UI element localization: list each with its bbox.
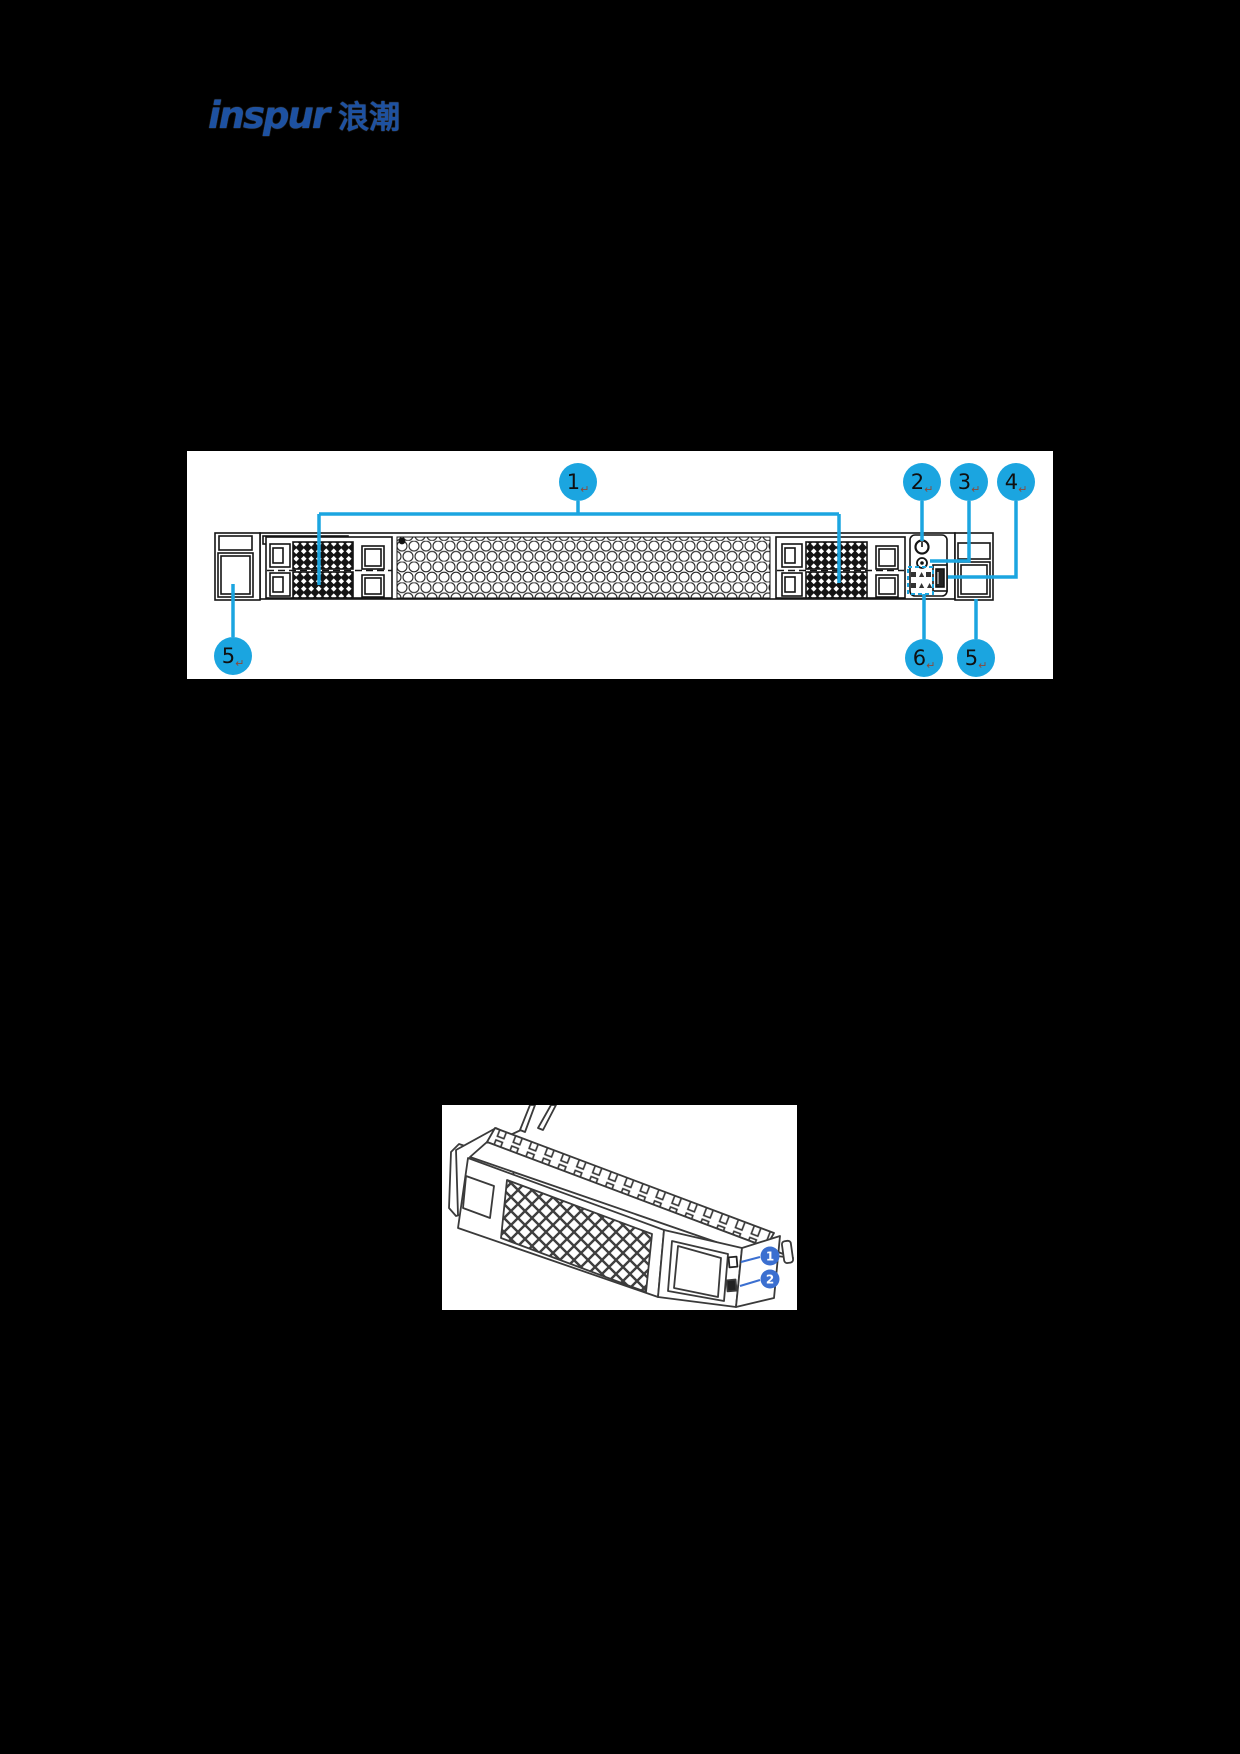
drive-tray-figure: 1 2	[442, 1105, 797, 1310]
chassis-outline	[214, 532, 994, 601]
tray-led-2-icon	[725, 1278, 738, 1293]
server-front-view-figure: 1↵ 2↵ 3↵ 4↵ 5↵ 6↵	[187, 451, 1053, 679]
svg-text:1↵: 1↵	[567, 470, 590, 496]
callout-5-right: 5↵	[957, 639, 995, 677]
drive-grille-icon	[292, 541, 354, 570]
return-mark: ↵	[978, 659, 987, 672]
callout-1: 1↵	[559, 463, 597, 501]
inspur-logo-chinese: 浪潮	[338, 100, 401, 136]
return-mark: ↵	[580, 483, 589, 496]
return-mark: ↵	[926, 659, 935, 672]
tray-led-1-icon	[727, 1255, 739, 1269]
svg-text:2↵: 2↵	[911, 470, 934, 496]
left-rack-ear	[214, 532, 261, 601]
tray-callout-leader-lines	[739, 1256, 761, 1287]
front-control-panel	[909, 534, 948, 597]
svg-text:3↵: 3↵	[958, 470, 981, 496]
left-drive-cage	[265, 536, 393, 599]
svg-text:5↵: 5↵	[222, 644, 245, 670]
tray-handle-frame-inner	[673, 1245, 722, 1298]
return-mark: ↵	[971, 483, 980, 496]
lock-dot-icon	[398, 537, 406, 545]
callout-4: 4↵	[997, 463, 1035, 501]
return-mark: ↵	[1018, 483, 1027, 496]
tray-callout-2: 2	[760, 1269, 780, 1289]
tray-callout-1: 1	[760, 1246, 780, 1266]
tray-callout-1-label: 1	[766, 1250, 774, 1264]
callout-6-label: 6	[913, 646, 926, 670]
tray-body	[448, 1105, 794, 1308]
callout-leader-lines	[231, 501, 1018, 639]
tray-callout-2-label: 2	[766, 1273, 774, 1287]
led-highlight-box	[907, 566, 934, 595]
tray-callouts: 1 2	[739, 1246, 780, 1289]
right-rack-ear	[954, 532, 994, 601]
callout-5-right-label: 5	[965, 646, 978, 670]
honeycomb-vent-icon	[396, 536, 771, 599]
svg-text:4↵: 4↵	[1005, 470, 1028, 496]
callout-circles: 1↵ 2↵ 3↵ 4↵ 5↵ 6↵	[214, 463, 1035, 677]
drive-tray-line-drawing-icon: 1 2	[448, 1105, 794, 1308]
tray-latch-button	[462, 1175, 495, 1219]
drive-grille-icon	[805, 541, 868, 570]
callout-5-left: 5↵	[214, 637, 252, 675]
server-front-panel-line-drawing-icon: 1↵ 2↵ 3↵ 4↵ 5↵ 6↵	[214, 463, 1035, 677]
callout-5-left-label: 5	[222, 644, 235, 668]
callout-2-label: 2	[911, 470, 924, 494]
return-mark: ↵	[235, 657, 244, 670]
tray-connector-tab	[780, 1239, 794, 1264]
callout-1-label: 1	[567, 470, 580, 494]
svg-text:6↵: 6↵	[913, 646, 936, 672]
callout-3: 3↵	[950, 463, 988, 501]
status-led-icons	[911, 572, 933, 588]
svg-text:5↵: 5↵	[965, 646, 988, 672]
callout-4-label: 4	[1005, 470, 1018, 494]
callout-2: 2↵	[903, 463, 941, 501]
callout-6: 6↵	[905, 639, 943, 677]
drive-grille-icon	[292, 571, 354, 599]
inspur-logo-text: inspur	[208, 94, 330, 137]
tray-handle-frame-outer	[667, 1240, 729, 1302]
drive-grille-icon	[805, 571, 868, 599]
return-mark: ↵	[924, 483, 933, 496]
callout-3-label: 3	[958, 470, 971, 494]
tray-lattice-grille-icon	[500, 1179, 653, 1293]
